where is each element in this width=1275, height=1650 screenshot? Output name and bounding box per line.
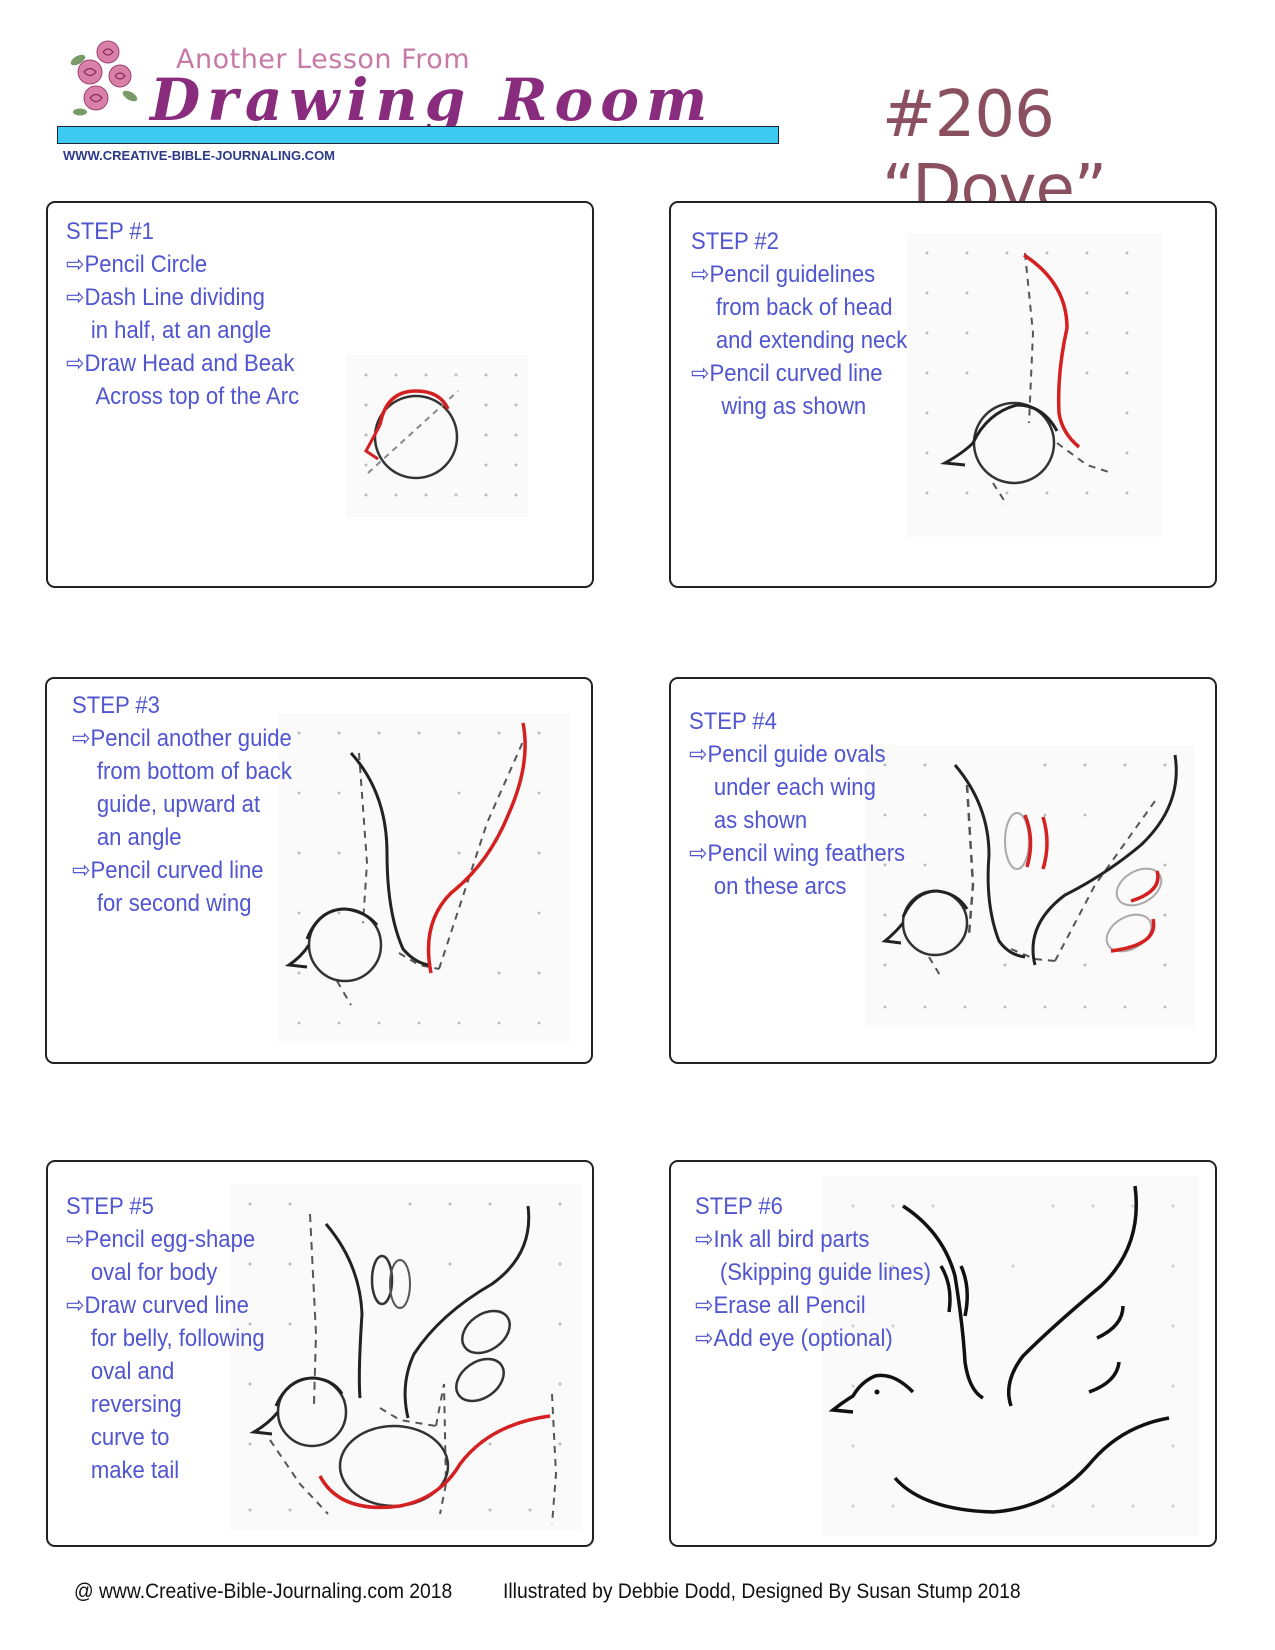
step-3-line: from bottom of back [96, 758, 292, 785]
step-panel-3: STEP #3 ⇨Pencil another guide from botto… [45, 677, 593, 1064]
step-5-line: ⇨Pencil egg-shape [66, 1226, 256, 1253]
step-3-instructions: STEP #3 ⇨Pencil another guide from botto… [72, 689, 292, 920]
step-6-line: ⇨Erase all Pencil [695, 1292, 866, 1319]
step-3-line: guide, upward at [96, 791, 261, 818]
step-5-sketch [230, 1184, 582, 1530]
step-5-instructions: STEP #5 ⇨Pencil egg-shape oval for body … [66, 1190, 265, 1487]
footer-copyright: @ www.Creative-Bible-Journaling.com 2018 [74, 1580, 453, 1603]
step-4-title: STEP #4 [689, 708, 777, 735]
step-1-line: ⇨Dash Line dividing [66, 284, 265, 311]
step-4-instructions: STEP #4 ⇨Pencil guide ovals under each w… [689, 705, 905, 903]
step-3-line: ⇨Pencil curved line [72, 857, 264, 884]
step-2-line: ⇨Pencil curved line [691, 360, 883, 387]
step-2-line: ⇨Pencil guidelines [691, 261, 876, 288]
step-2-line: from back of head [715, 294, 893, 321]
step-2-sketch [907, 233, 1161, 537]
step-6-line: ⇨Add eye (optional) [695, 1325, 893, 1352]
step-5-line: ⇨Draw curved line [66, 1292, 249, 1319]
step-2-title: STEP #2 [691, 228, 779, 255]
step-1-instructions: STEP #1 ⇨Pencil Circle ⇨Dash Line dividi… [66, 215, 299, 413]
step-3-line: an angle [96, 824, 182, 851]
step-6-sketch [823, 1176, 1199, 1536]
step-4-line: under each wing [713, 774, 876, 801]
step-panel-5: STEP #5 ⇨Pencil egg-shape oval for body … [46, 1160, 594, 1547]
logo-title: Drawing Room [150, 66, 715, 134]
roses-logo-icon [68, 38, 148, 118]
step-6-title: STEP #6 [695, 1193, 783, 1220]
step-2-line: wing as shown [721, 393, 867, 420]
step-4-line: as shown [713, 807, 808, 834]
step-panel-1: STEP #1 ⇨Pencil Circle ⇨Dash Line dividi… [46, 201, 594, 588]
step-5-line: oval for body [90, 1259, 218, 1286]
step-panel-4: STEP #4 ⇨Pencil guide ovals under each w… [669, 677, 1217, 1064]
step-1-line: Across top of the Arc [95, 383, 300, 410]
step-1-line: ⇨Pencil Circle [66, 251, 208, 278]
header-subtitle: Another Lesson From [176, 44, 471, 75]
step-5-line: for belly, following [90, 1325, 265, 1352]
step-2-line: and extending neck [715, 327, 908, 354]
step-2-instructions: STEP #2 ⇨Pencil guidelines from back of … [691, 225, 907, 423]
header-divider-bar [57, 126, 779, 144]
step-3-title: STEP #3 [72, 692, 160, 719]
step-3-sketch [279, 713, 569, 1043]
step-1-sketch [346, 355, 528, 517]
step-5-line: make tail [90, 1457, 180, 1484]
step-4-sketch [865, 745, 1195, 1027]
step-4-line: ⇨Pencil guide ovals [689, 741, 886, 768]
step-panel-6: STEP #6 ⇨Ink all bird parts (Skipping gu… [669, 1160, 1217, 1547]
step-3-line: ⇨Pencil another guide [72, 725, 292, 752]
step-6-line: ⇨Ink all bird parts [695, 1226, 870, 1253]
step-1-line: ⇨Draw Head and Beak [66, 350, 295, 377]
step-5-line: reversing [90, 1391, 182, 1418]
step-panel-2: STEP #2 ⇨Pencil guidelines from back of … [669, 201, 1217, 588]
step-6-instructions: STEP #6 ⇨Ink all bird parts (Skipping gu… [695, 1190, 931, 1355]
step-1-title: STEP #1 [66, 218, 154, 245]
step-4-line: on these arcs [713, 873, 847, 900]
step-1-line: in half, at an angle [90, 317, 272, 344]
step-6-line: (Skipping guide lines) [719, 1259, 931, 1286]
step-5-line: curve to [90, 1424, 170, 1451]
footer-credits: Illustrated by Debbie Dodd, Designed By … [503, 1580, 1021, 1603]
step-5-title: STEP #5 [66, 1193, 154, 1220]
step-3-line: for second wing [96, 890, 252, 917]
site-url-link[interactable]: WWW.CREATIVE-BIBLE-JOURNALING.COM [63, 148, 336, 163]
step-4-line: ⇨Pencil wing feathers [689, 840, 906, 867]
step-5-line: oval and [90, 1358, 175, 1385]
